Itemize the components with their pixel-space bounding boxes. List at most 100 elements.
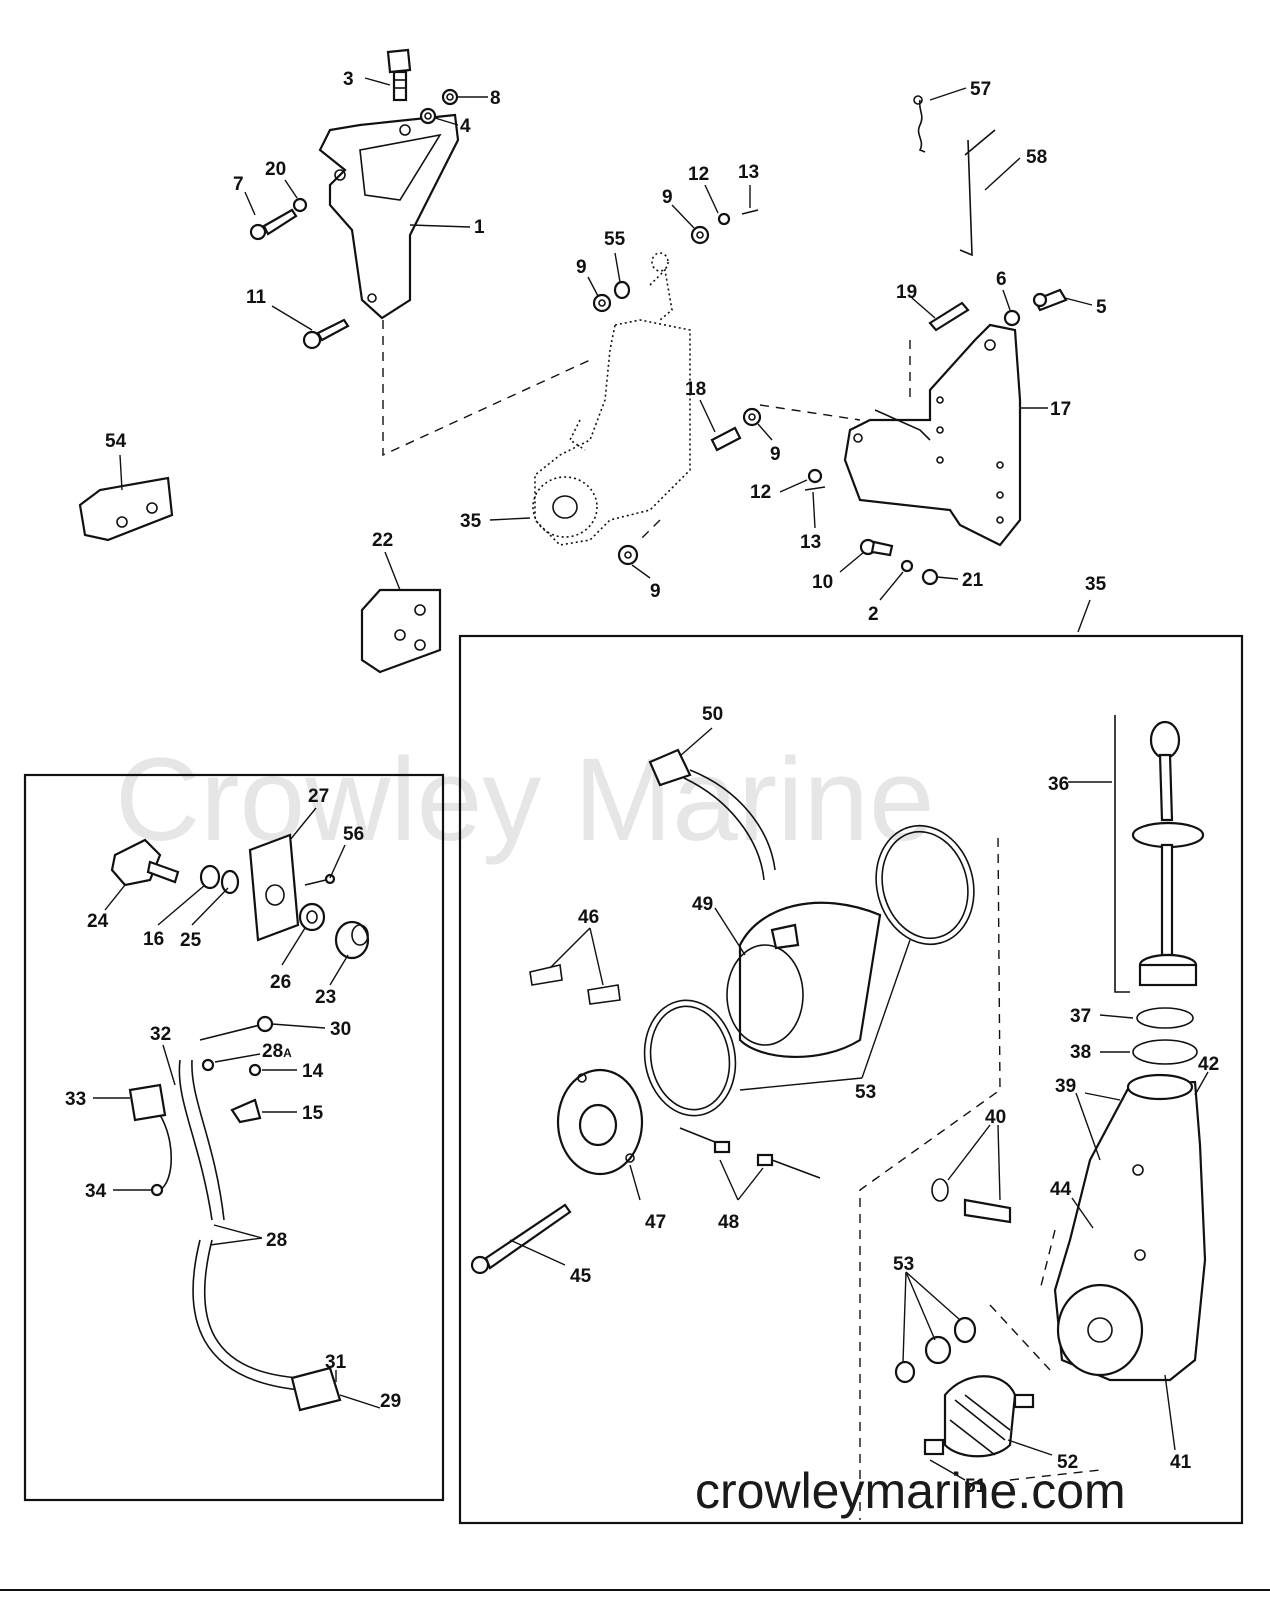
- rubber-pad-22: [360, 588, 442, 674]
- callout-42: 42: [1198, 1054, 1219, 1075]
- watermark-url: crowleymarine.com: [695, 1463, 1126, 1519]
- motor-housing-49: [726, 901, 882, 1058]
- washer-9-c: [742, 407, 762, 427]
- callout-28a-number: 28: [262, 1041, 283, 1062]
- alignment-line-inset-armature: [989, 1304, 1051, 1371]
- thru-bolt-45: [470, 1203, 572, 1275]
- callout-22: 22: [372, 530, 393, 551]
- callout-36: 36: [1048, 774, 1069, 795]
- armature-52: [923, 1375, 1035, 1458]
- callout-16: 16: [143, 929, 164, 950]
- callout-54: 54: [105, 431, 127, 452]
- ground-wire-34: [150, 1114, 173, 1197]
- valve-40: [931, 1178, 1012, 1224]
- callout-35-b: 35: [1085, 574, 1107, 595]
- toggle-switch-24: [110, 838, 180, 887]
- callout-9-b: 9: [662, 187, 673, 208]
- motor-pump-inset-frame: [458, 634, 1244, 1525]
- o-ring-38: [1132, 1039, 1198, 1065]
- callout-49: 49: [692, 894, 713, 915]
- nut-8: [441, 88, 459, 106]
- callout-45: 45: [570, 1266, 592, 1287]
- alignment-line-bracket: [382, 320, 591, 457]
- callout-41: 41: [1170, 1452, 1192, 1473]
- washer-9-a: [592, 293, 612, 313]
- bushing-55: [613, 280, 631, 300]
- connector-29: [290, 1366, 342, 1412]
- callout-35-a: 35: [460, 511, 482, 532]
- callout-25: 25: [180, 930, 202, 951]
- alignment-line-washer: [639, 519, 661, 541]
- callout-13-a: 13: [738, 162, 759, 183]
- callout-10: 10: [812, 572, 833, 593]
- springs-46: [529, 964, 621, 1005]
- o-ring-37: [1136, 1007, 1194, 1029]
- callout-44: 44: [1050, 1179, 1072, 1200]
- callout-28a: 28A: [262, 1041, 292, 1062]
- callout-24: 24: [87, 911, 109, 932]
- callout-38: 38: [1070, 1042, 1091, 1063]
- o-ring-53-lower: [643, 999, 737, 1117]
- knob-23: [334, 920, 370, 960]
- rubber-pad-54: [78, 476, 174, 542]
- washer-12-b: [807, 468, 823, 484]
- leader-lines: [93, 77, 1209, 1481]
- callout-58: 58: [1026, 147, 1047, 168]
- callout-32: 32: [150, 1024, 171, 1045]
- callout-34: 34: [85, 1181, 107, 1202]
- alignment-line-inset-left: [859, 837, 1001, 1520]
- callout-3: 3: [343, 69, 354, 90]
- wire-harness-28: [178, 1015, 301, 1391]
- washer-4: [419, 107, 437, 125]
- callout-53-a: 53: [855, 1082, 876, 1103]
- washer-2: [900, 559, 914, 573]
- washer-9-d: [617, 544, 639, 566]
- callout-labels: 3 8 4 1 7 20 11 9 55 9 12 13 18 9 12 13 …: [65, 69, 1219, 1497]
- pin-19: [928, 301, 970, 332]
- nut-26: [298, 902, 326, 932]
- pin-11: [302, 318, 350, 350]
- callout-12-a: 12: [688, 164, 709, 185]
- callout-19: 19: [896, 282, 917, 303]
- callout-21: 21: [962, 570, 984, 591]
- callout-33: 33: [65, 1089, 86, 1110]
- alignment-line-lower: [759, 404, 861, 421]
- callout-14: 14: [302, 1061, 324, 1082]
- callout-27: 27: [308, 786, 329, 807]
- cotter-13-b: [804, 486, 826, 491]
- callout-9-d: 9: [650, 581, 661, 602]
- washers-53: [894, 1316, 977, 1384]
- callout-53-b: 53: [893, 1254, 914, 1275]
- screw-28a: [201, 1058, 215, 1072]
- callout-1: 1: [474, 217, 485, 238]
- callout-6: 6: [996, 269, 1007, 290]
- tilt-rod-36: [1131, 720, 1205, 987]
- callout-28a-suffix: A: [283, 1046, 292, 1060]
- callout-29: 29: [380, 1391, 401, 1412]
- decal-plate-27: [248, 833, 300, 942]
- callout-11: 11: [246, 287, 267, 308]
- watermark-overlay: Crowley Marine: [115, 734, 935, 866]
- upper-bracket: [318, 113, 460, 320]
- connector-33: [128, 1083, 167, 1122]
- callout-12-b: 12: [750, 482, 771, 503]
- callout-51: 51: [965, 1476, 987, 1497]
- nut-21: [921, 568, 939, 586]
- bushing-18: [710, 426, 742, 452]
- callout-52: 52: [1057, 1452, 1078, 1473]
- callout-47: 47: [645, 1212, 666, 1233]
- callout-46: 46: [578, 907, 599, 928]
- switch-harness-inset-frame: [23, 773, 445, 1502]
- washer-9-b: [690, 225, 710, 245]
- callout-20: 20: [265, 159, 286, 180]
- washer-12-a: [717, 212, 731, 226]
- callout-30: 30: [330, 1019, 351, 1040]
- callout-18: 18: [685, 379, 706, 400]
- clamp-15: [230, 1098, 262, 1124]
- callout-28: 28: [266, 1230, 287, 1251]
- washer-20: [292, 197, 308, 213]
- callout-9-c: 9: [770, 444, 781, 465]
- connector-50: [648, 748, 776, 881]
